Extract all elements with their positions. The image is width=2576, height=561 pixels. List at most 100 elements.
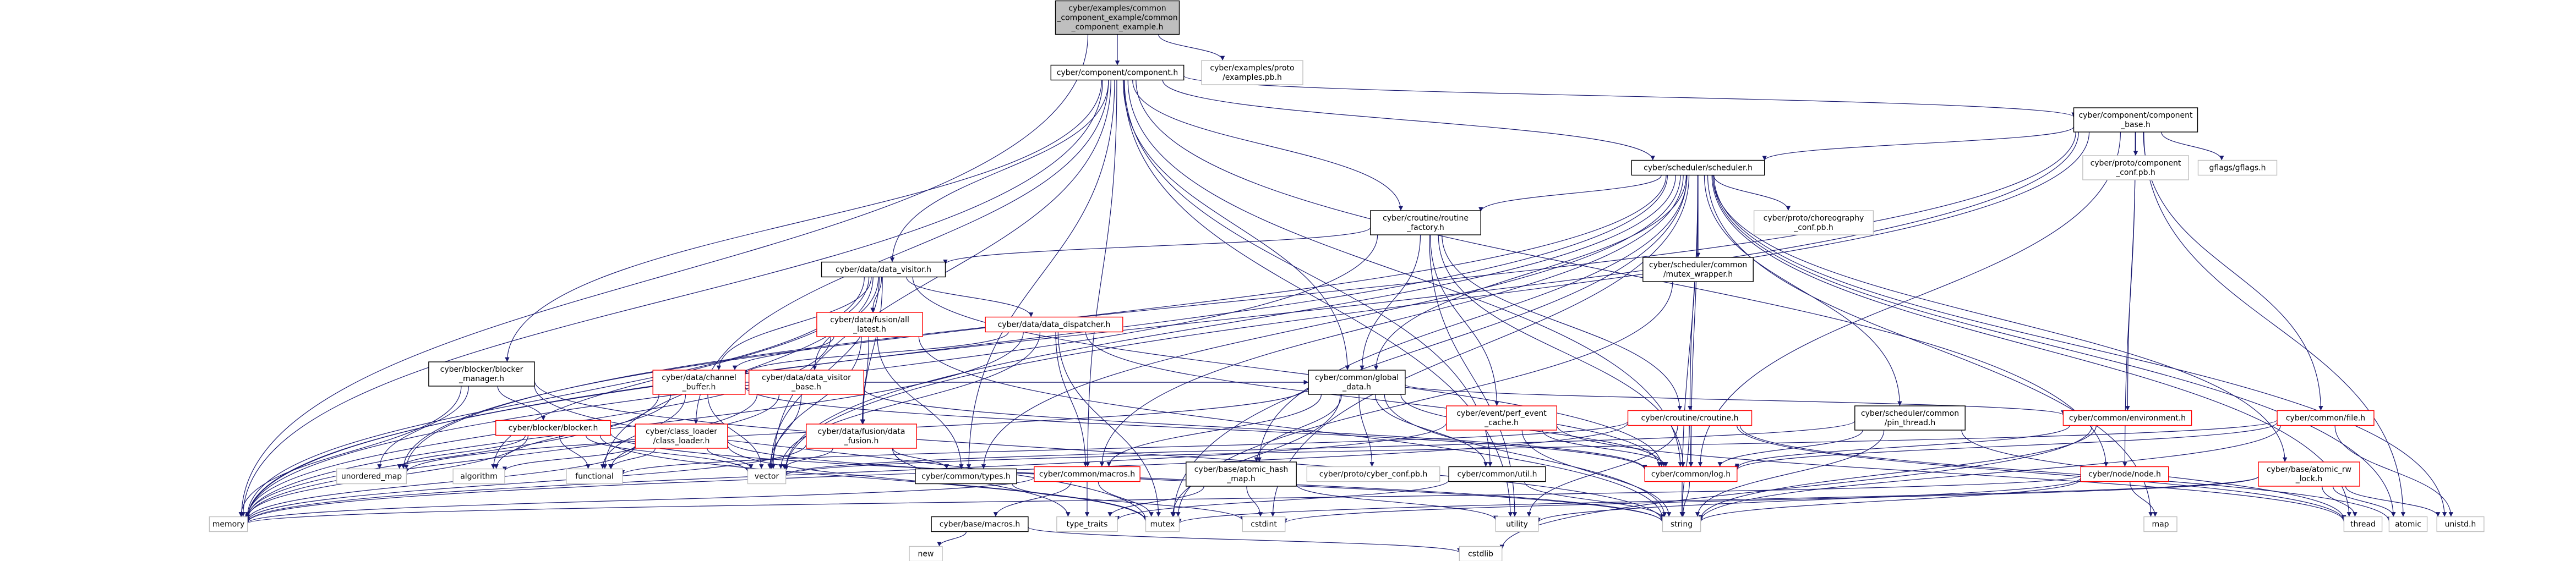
- node-label: cyber/scheduler/common: [1861, 409, 1959, 418]
- edge-scheduler-to-atomic: [1712, 175, 2396, 517]
- node-label: cyber/event/perf_event: [1456, 409, 1547, 418]
- node-box: [2277, 410, 2375, 426]
- node-string[interactable]: string: [1662, 516, 1701, 532]
- node-box: [428, 361, 535, 387]
- node-box: [1145, 516, 1180, 532]
- node-label: cyber/examples/proto: [1210, 64, 1294, 73]
- node-scheduler[interactable]: cyber/scheduler/scheduler.h: [1631, 160, 1765, 176]
- node-types[interactable]: cyber/common/types.h: [915, 468, 1017, 485]
- node-mutex-wrapper[interactable]: cyber/scheduler/common/mutex_wrapper.h: [1642, 257, 1754, 282]
- node-class-loader[interactable]: cyber/class_loader/class_loader.h: [635, 424, 728, 449]
- node-label: _conf.pb.h: [2115, 168, 2155, 177]
- node-data-fusion[interactable]: cyber/data/fusion/data_fusion.h: [806, 424, 917, 449]
- node-pin-thread[interactable]: cyber/scheduler/common/pin_thread.h: [1854, 405, 1966, 431]
- node-perf-event[interactable]: cyber/event/perf_event_cache.h: [1446, 405, 1557, 431]
- node-cstdlib[interactable]: cstdlib: [1459, 546, 1503, 561]
- node-memory[interactable]: memory: [209, 516, 248, 532]
- node-mutex[interactable]: mutex: [1145, 516, 1180, 532]
- node-atomic-hash[interactable]: cyber/base/atomic_hash_map.h: [1186, 461, 1297, 487]
- edge-component-to-data-visitor: [889, 80, 1109, 262]
- node-gflags[interactable]: gflags/gflags.h: [2197, 160, 2278, 176]
- edge-scheduler-to-routine-factory: [1478, 175, 1662, 212]
- node-utility[interactable]: utility: [1495, 516, 1539, 532]
- edge-util-to-string: [1524, 481, 1665, 519]
- node-root[interactable]: cyber/examples/common_component_example/…: [1055, 0, 1180, 35]
- edge-blocker-manager-to-string: [534, 381, 1665, 522]
- edge-scheduler-to-thread: [1711, 175, 2351, 517]
- node-cstdint[interactable]: cstdint: [1242, 516, 1286, 532]
- node-croutine[interactable]: cyber/croutine/croutine.h: [1627, 410, 1753, 426]
- node-log[interactable]: cyber/common/log.h: [1644, 466, 1738, 482]
- node-common-macros[interactable]: cyber/common/macros.h: [1034, 466, 1140, 482]
- node-util[interactable]: cyber/common/util.h: [1448, 466, 1546, 482]
- node-node[interactable]: cyber/node/node.h: [2080, 466, 2169, 482]
- node-file[interactable]: cyber/common/file.h: [2277, 410, 2375, 426]
- node-unordered-map[interactable]: unordered_map: [336, 468, 407, 485]
- node-functional[interactable]: functional: [566, 468, 623, 485]
- node-label: cyber/class_loader: [646, 427, 717, 436]
- node-algorithm[interactable]: algorithm: [452, 468, 505, 485]
- node-box: [1495, 516, 1539, 532]
- node-choreography[interactable]: cyber/proto/choreography_conf.pb.h: [1753, 210, 1874, 235]
- edge-routine-factory-to-perf-event: [1429, 234, 1499, 406]
- node-base-macros[interactable]: cyber/base/macros.h: [931, 516, 1029, 532]
- edge-scheduler-to-cstdint: [1270, 175, 1690, 517]
- node-common-global[interactable]: cyber/common/global_data.h: [1308, 370, 1406, 395]
- node-label: _manager.h: [459, 375, 504, 383]
- node-label: cyber/croutine/croutine.h: [1641, 414, 1739, 423]
- node-all-latest[interactable]: cyber/data/fusion/all_latest.h: [816, 312, 923, 337]
- edge-common-global-to-util: [1374, 394, 1488, 467]
- node-vector[interactable]: vector: [747, 468, 787, 485]
- edge-component-base-to-log: [1698, 131, 2121, 467]
- node-box: [452, 468, 505, 485]
- node-data-visitor[interactable]: cyber/data/data_visitor.h: [821, 261, 946, 278]
- node-label: atomic: [2395, 520, 2421, 529]
- node-routine-factory[interactable]: cyber/croutine/routine_factory.h: [1370, 210, 1481, 235]
- node-box: [909, 546, 943, 561]
- node-data-dispatcher[interactable]: cyber/data/data_dispatcher.h: [985, 316, 1123, 333]
- node-atomic-rw[interactable]: cyber/base/atomic_rw_lock.h: [2258, 461, 2360, 487]
- node-label: _fusion.h: [844, 437, 879, 446]
- edge-scheduler-to-choreography: [1713, 175, 1791, 211]
- edge-data-dispatcher-to-common-macros: [1055, 332, 1088, 467]
- node-label: type_traits: [1067, 520, 1108, 529]
- node-atomic[interactable]: atomic: [2388, 516, 2428, 532]
- node-label: cyber/scheduler/common: [1649, 261, 1747, 270]
- node-channel-buffer[interactable]: cyber/data/channel_buffer.h: [652, 370, 746, 395]
- node-visitor-base[interactable]: cyber/data/data_visitor_base.h: [748, 370, 864, 395]
- edge-common-macros-to-mutex: [1098, 481, 1154, 517]
- node-box: [2388, 516, 2428, 532]
- node-thread[interactable]: thread: [2343, 516, 2383, 532]
- node-unistd[interactable]: unistd.h: [2436, 516, 2485, 532]
- node-label: cyber/base/macros.h: [940, 520, 1020, 529]
- node-label: _component_example/common: [1056, 14, 1177, 23]
- node-component-base[interactable]: cyber/component/component_base.h: [2073, 107, 2198, 133]
- edge-scheduler-to-string: [1679, 175, 1698, 517]
- node-examples-pb[interactable]: cyber/examples/proto/examples.pb.h: [1201, 60, 1303, 85]
- node-box: [2436, 516, 2485, 532]
- node-component[interactable]: cyber/component/component.h: [1050, 64, 1185, 81]
- edge-environment-to-cstdlib: [1499, 425, 2093, 549]
- node-box: [1644, 466, 1738, 482]
- node-type-traits[interactable]: type_traits: [1056, 516, 1118, 532]
- node-blocker-manager[interactable]: cyber/blocker/blocker_manager.h: [428, 361, 535, 387]
- edge-common-macros-to-memory: [245, 477, 1035, 524]
- node-blocker[interactable]: cyber/blocker/blocker.h: [495, 420, 612, 436]
- dependency-edges: [238, 34, 2454, 553]
- node-environment[interactable]: cyber/common/environment.h: [2062, 410, 2192, 426]
- node-box: [566, 468, 623, 485]
- node-box: [2080, 466, 2169, 482]
- node-component-conf[interactable]: cyber/proto/component_conf.pb.h: [2082, 155, 2189, 180]
- edge-all-latest-to-types: [877, 336, 964, 469]
- edge-data-dispatcher-to-vector: [778, 332, 1041, 469]
- node-box: [1446, 405, 1557, 431]
- edge-all-latest-to-data-fusion: [860, 336, 869, 425]
- edge-scheduler-to-common-global: [1373, 175, 1687, 371]
- node-map[interactable]: map: [2143, 516, 2177, 532]
- node-label: functional: [575, 472, 614, 481]
- node-label: _base.h: [791, 383, 821, 392]
- edge-node-to-utility: [1536, 477, 2081, 523]
- node-new[interactable]: new: [909, 546, 943, 561]
- node-cyber-conf[interactable]: cyber/proto/cyber_conf.pb.h: [1306, 466, 1440, 482]
- node-label: cyber/data/data_dispatcher.h: [998, 321, 1111, 329]
